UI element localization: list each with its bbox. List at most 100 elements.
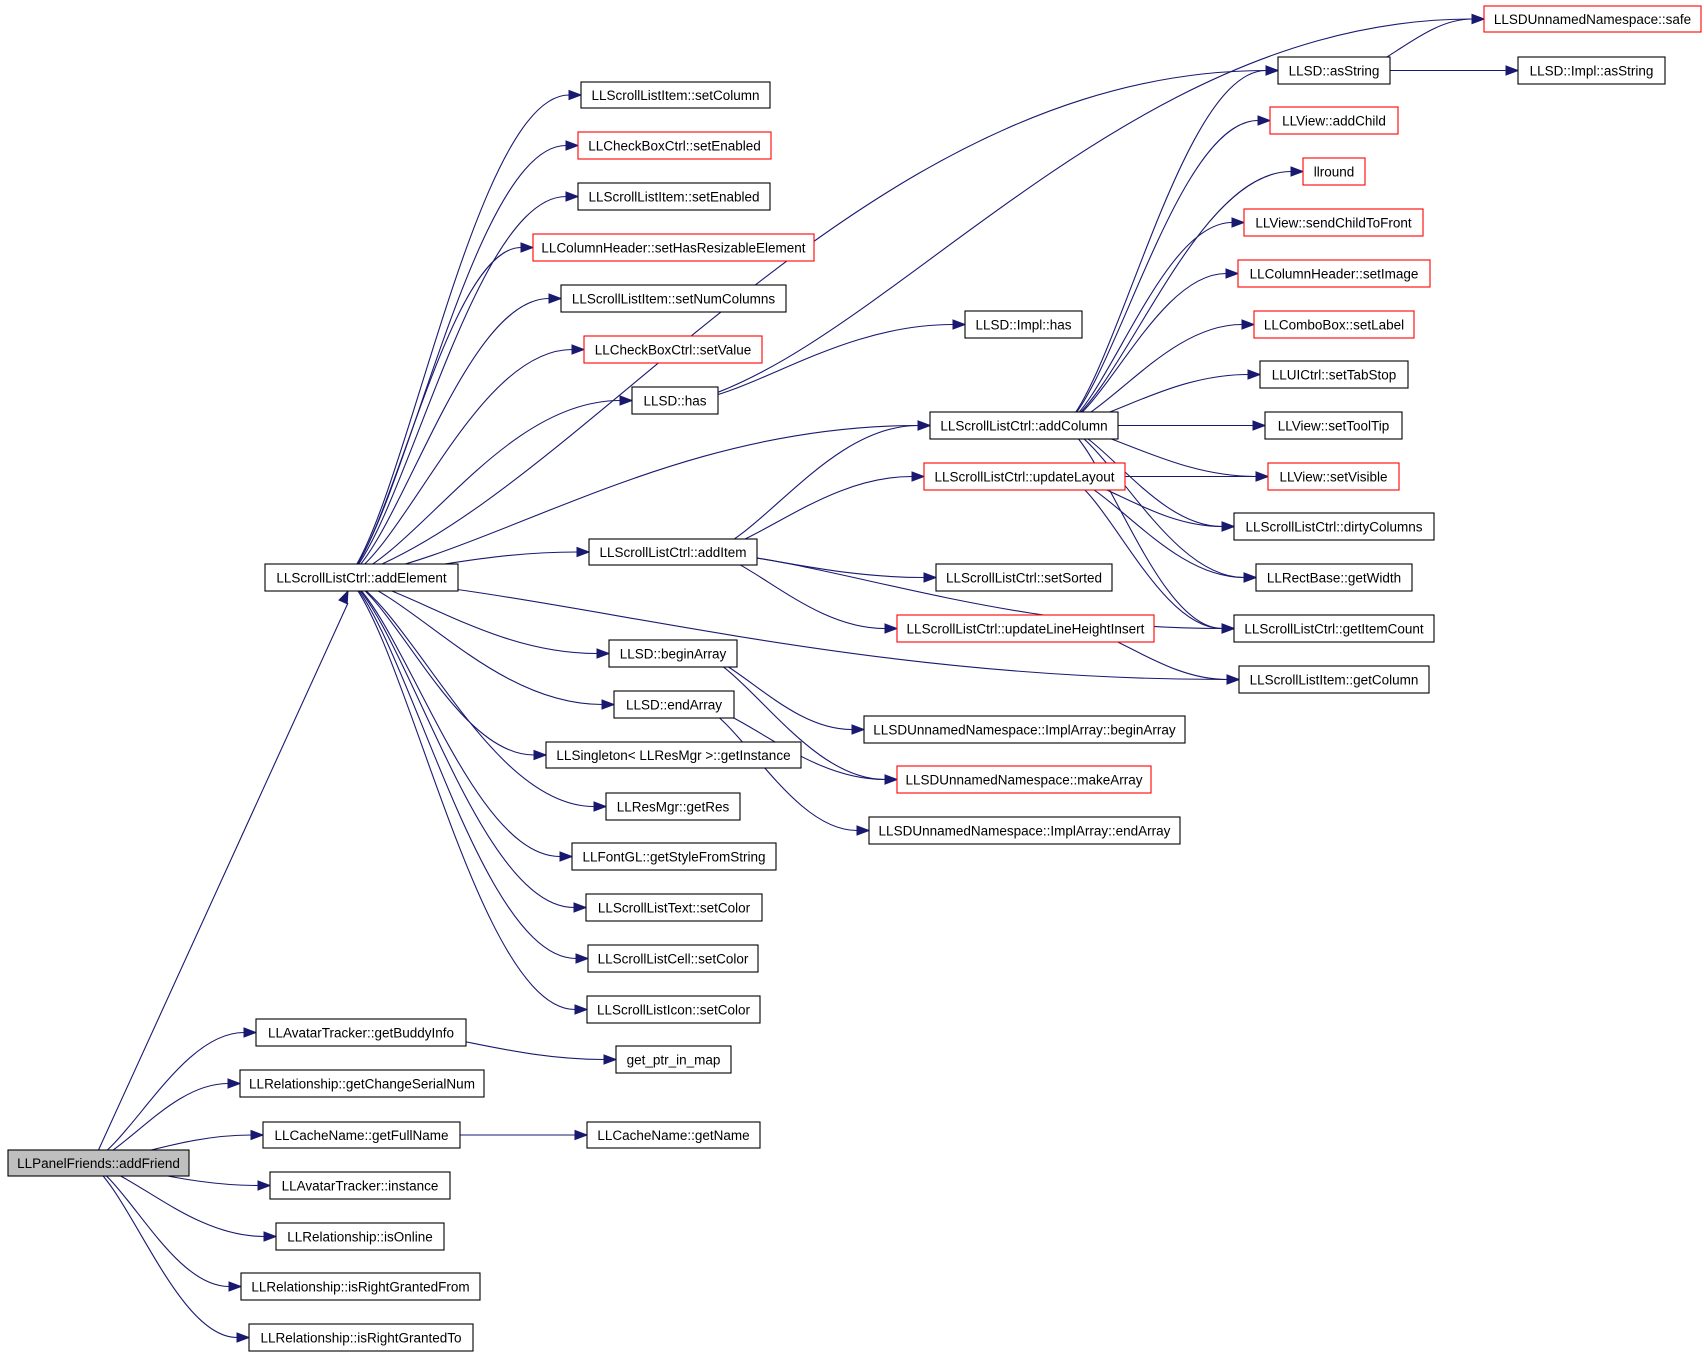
graph-node[interactable]: LLSD::endArray [613, 690, 735, 719]
graph-node[interactable]: LLSD::Impl::asString [1517, 56, 1666, 85]
graph-node[interactable]: get_ptr_in_map [615, 1045, 732, 1074]
edge-arrowhead [619, 395, 634, 406]
node-label: LLSD::has [643, 394, 706, 409]
edge-arrowhead [565, 140, 580, 151]
node-box [1259, 360, 1409, 389]
node-box [1237, 259, 1431, 288]
graph-node[interactable]: LLView::sendChildToFront [1243, 208, 1424, 237]
node-label: LLRelationship::isRightGrantedTo [260, 1331, 461, 1346]
graph-node[interactable]: LLAvatarTracker::instance [269, 1171, 451, 1200]
graph-node[interactable]: LLAvatarTracker::getBuddyInfo [255, 1018, 467, 1047]
node-box [1302, 157, 1366, 186]
node-label: LLAvatarTracker::instance [282, 1179, 439, 1194]
node-box [262, 1121, 461, 1149]
graph-node[interactable]: LLPanelFriends::addFriend [7, 1149, 190, 1177]
graph-node[interactable]: LLScrollListCtrl::addColumn [929, 411, 1119, 440]
graph-node[interactable]: LLFontGL::getStyleFromString [571, 842, 777, 871]
graph-node[interactable]: LLScrollListCtrl::getItemCount [1233, 614, 1435, 643]
node-box [248, 1323, 474, 1352]
graph-node[interactable]: LLScrollListCtrl::addElement [264, 563, 459, 592]
node-box [583, 335, 763, 364]
graph-node[interactable]: llround [1302, 157, 1366, 186]
node-box [1277, 56, 1391, 85]
edge-arrowhead [1221, 623, 1236, 634]
node-box [1269, 106, 1399, 135]
graph-node[interactable]: LLColumnHeader::setHasResizableElement [532, 233, 815, 262]
edge-arrowhead [227, 1078, 242, 1089]
edge-arrowhead [1243, 572, 1258, 583]
graph-node[interactable]: LLSD::Impl::has [964, 310, 1083, 339]
edge-arrowhead [917, 420, 932, 431]
edge-arrowhead [228, 1281, 243, 1292]
edge-line [89, 1031, 245, 1164]
graph-node[interactable]: LLView::setVisible [1267, 462, 1400, 491]
node-box [863, 715, 1186, 744]
graph-node[interactable]: LLRectBase::getWidth [1255, 563, 1413, 592]
graph-node[interactable]: LLRelationship::isOnline [275, 1222, 445, 1251]
graph-node[interactable]: LLScrollListItem::setNumColumns [560, 284, 787, 313]
node-box [577, 182, 771, 211]
node-label: LLScrollListCell::setColor [598, 952, 749, 967]
graph-node[interactable]: LLRelationship::getChangeSerialNum [239, 1069, 485, 1098]
edge-arrowhead [884, 774, 899, 785]
graph-node[interactable]: LLSDUnnamedNamespace::ImplArray::endArra… [868, 816, 1181, 845]
graph-node[interactable]: LLScrollListCell::setColor [587, 944, 759, 973]
graph-node[interactable]: LLScrollListItem::getColumn [1238, 665, 1430, 694]
graph-node[interactable]: LLScrollListCtrl::addItem [588, 538, 758, 566]
graph-node[interactable]: LLScrollListCtrl::updateLineHeightInsert [896, 614, 1155, 643]
graph-node[interactable]: LLSD::asString [1277, 56, 1391, 85]
edge-line [1065, 323, 1243, 427]
edge-line [347, 297, 550, 578]
node-label: LLColumnHeader::setImage [1250, 267, 1419, 282]
graph-node[interactable]: LLCheckBoxCtrl::setEnabled [577, 131, 772, 160]
graph-node[interactable]: LLSDUnnamedNamespace::safe [1483, 5, 1702, 33]
edge-line [347, 577, 576, 1011]
node-box [1267, 462, 1400, 491]
graph-node[interactable]: LLCacheName::getName [586, 1121, 761, 1149]
graph-node[interactable]: LLResMgr::getRes [605, 792, 741, 821]
graph-node[interactable]: LLRelationship::isRightGrantedTo [248, 1323, 474, 1352]
graph-node[interactable]: LLCheckBoxCtrl::setValue [583, 335, 763, 364]
graph-node[interactable]: LLRelationship::isRightGrantedFrom [240, 1272, 481, 1301]
graph-node[interactable]: LLScrollListIcon::setColor [586, 995, 761, 1024]
graph-node[interactable]: LLScrollListText::setColor [585, 893, 763, 922]
graph-node[interactable]: LLScrollListCtrl::dirtyColumns [1233, 512, 1435, 541]
graph-node[interactable]: LLSDUnnamedNamespace::ImplArray::beginAr… [863, 715, 1186, 744]
edge-line [1064, 69, 1267, 426]
node-label: LLScrollListItem::setColumn [591, 88, 759, 103]
graph-node[interactable]: LLSD::has [631, 386, 719, 415]
node-label: LLView::setToolTip [1278, 419, 1390, 434]
edge-arrowhead [565, 191, 580, 202]
node-label: llround [1314, 165, 1355, 180]
graph-node[interactable]: LLUICtrl::setTabStop [1259, 360, 1409, 389]
node-label: LLScrollListCtrl::addColumn [940, 419, 1107, 434]
node-box [586, 995, 761, 1024]
graph-node[interactable]: LLSD::beginArray [608, 639, 738, 668]
graph-node[interactable]: LLView::setToolTip [1264, 411, 1403, 440]
node-box [240, 1272, 481, 1301]
graph-node[interactable]: LLComboBox::setLabel [1253, 310, 1415, 339]
graph-node[interactable]: LLSDUnnamedNamespace::makeArray [896, 765, 1152, 794]
node-box [545, 741, 802, 769]
node-box [1233, 512, 1435, 541]
node-box [1517, 56, 1666, 85]
edge-line [347, 424, 919, 579]
graph-node[interactable]: LLScrollListItem::setColumn [580, 81, 771, 109]
edge-line [97, 602, 349, 1151]
node-label: LLSDUnnamedNamespace::makeArray [905, 773, 1142, 788]
graph-node[interactable]: LLCacheName::getFullName [262, 1121, 461, 1149]
edge-arrowhead [1226, 674, 1241, 685]
graph-node[interactable]: LLView::addChild [1269, 106, 1399, 135]
edge-arrowhead [593, 801, 608, 812]
node-box [585, 893, 763, 922]
graph-node[interactable]: LLScrollListItem::setEnabled [577, 182, 771, 211]
graph-node[interactable]: LLScrollListCtrl::setSorted [935, 563, 1113, 592]
graph-node[interactable]: LLSingleton< LLResMgr >::getInstance [545, 741, 802, 769]
edge-arrowhead [1255, 471, 1270, 482]
node-label: LLSD::beginArray [620, 647, 727, 662]
edge-arrowhead [856, 825, 871, 836]
graph-node[interactable]: LLScrollListCtrl::updateLayout [923, 462, 1126, 491]
edge-arrowhead [603, 1054, 618, 1065]
graph-node[interactable]: LLColumnHeader::setImage [1237, 259, 1431, 288]
edge-arrowhead [576, 546, 591, 558]
